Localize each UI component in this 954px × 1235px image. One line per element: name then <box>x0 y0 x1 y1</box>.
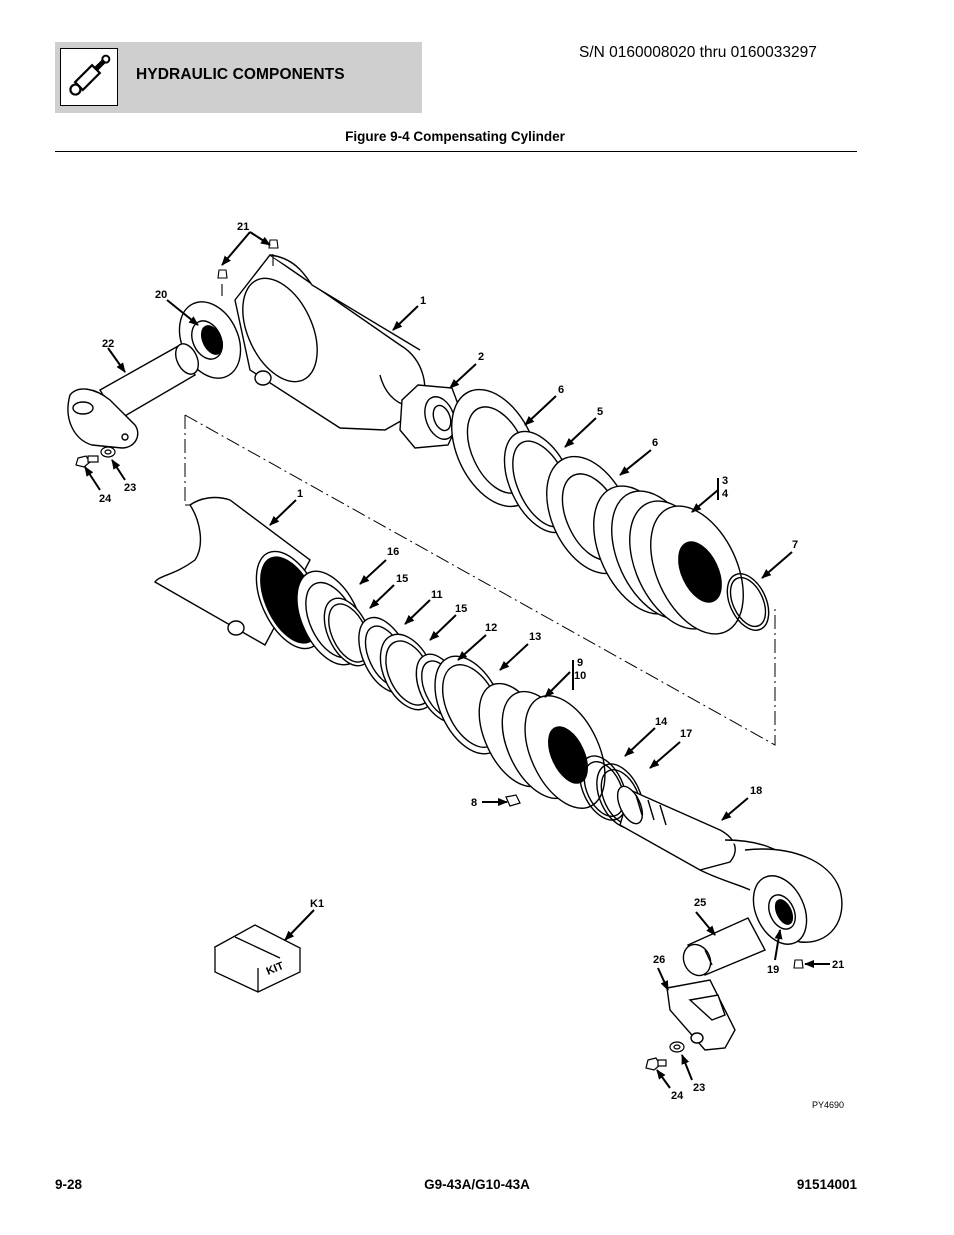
page-number: 9-28 <box>55 1177 83 1192</box>
setscrew-8 <box>505 794 521 807</box>
model-number: G9-43A/G10-43A <box>424 1177 530 1192</box>
callout-2: 2 <box>478 351 484 363</box>
o-ring-7 <box>726 573 770 631</box>
callout-20: 20 <box>155 289 167 301</box>
header-rule <box>55 151 857 153</box>
section-title: HYDRAULIC COMPONENTS <box>136 66 345 83</box>
cylinder-head-3-4 <box>593 485 744 635</box>
callout-25: 25 <box>694 897 706 909</box>
callout-21-lower: 21 <box>832 959 844 971</box>
callout-19: 19 <box>767 964 779 976</box>
piston-seals <box>296 570 506 755</box>
callout-21-top: 21 <box>237 221 249 233</box>
callout-5: 5 <box>597 406 603 418</box>
grease-fitting-21-lower <box>793 959 804 969</box>
rod-eye <box>744 848 843 945</box>
callout-16: 16 <box>387 546 399 558</box>
callout-1-lower: 1 <box>297 488 303 500</box>
seal-kit-box <box>213 924 302 993</box>
gland-nut-2 <box>399 384 463 449</box>
callout-9: 9 <box>577 657 583 669</box>
callout-leaders <box>84 231 830 1089</box>
callout-7: 7 <box>792 539 798 551</box>
piston-9-10 <box>478 682 606 809</box>
callout-18: 18 <box>750 785 762 797</box>
cylinder-barrel-upper <box>178 254 426 431</box>
callout-1-upper: 1 <box>420 295 426 307</box>
section-header: HYDRAULIC COMPONENTS <box>55 42 422 113</box>
retainer-plate-26 <box>666 979 736 1051</box>
callout-labels: 21 20 22 1 2 6 5 6 3 4 23 24 1 16 15 11 … <box>99 221 844 1110</box>
callout-23-upper: 23 <box>124 482 136 494</box>
callout-24-upper: 24 <box>99 493 112 505</box>
callout-8: 8 <box>471 797 477 809</box>
drawing-code: PY4690 <box>812 1100 844 1110</box>
callout-22: 22 <box>102 338 114 350</box>
fasteners-23-24-lower <box>645 1041 685 1071</box>
callout-26: 26 <box>653 954 665 966</box>
callout-14: 14 <box>655 716 668 728</box>
wear-rings-upper <box>451 388 634 575</box>
callout-6-second: 6 <box>652 437 658 449</box>
fasteners-23-24-upper <box>75 446 116 468</box>
callout-4: 4 <box>722 488 729 500</box>
pin-22-assembly <box>67 343 200 449</box>
callout-15-second: 15 <box>455 603 467 615</box>
callout-24-lower: 24 <box>671 1090 684 1102</box>
callout-11: 11 <box>431 589 443 601</box>
manual-number: 91514001 <box>796 1177 857 1192</box>
callout-15-first: 15 <box>396 573 408 585</box>
callout-23-lower: 23 <box>693 1082 705 1094</box>
grease-fittings-21-top <box>217 239 279 296</box>
callout-12: 12 <box>485 622 497 634</box>
callout-6-first: 6 <box>558 384 564 396</box>
callout-17: 17 <box>680 728 692 740</box>
pin-25 <box>682 917 766 977</box>
serial-range: S/N 0160008020 thru 0160033297 <box>579 44 817 61</box>
hydraulic-cylinder-icon <box>60 48 118 106</box>
callout-3: 3 <box>722 475 728 487</box>
callout-K1: K1 <box>310 898 324 910</box>
callout-10: 10 <box>574 670 586 682</box>
callout-13: 13 <box>529 631 541 643</box>
figure-title: Figure 9-4 Compensating Cylinder <box>345 129 565 144</box>
